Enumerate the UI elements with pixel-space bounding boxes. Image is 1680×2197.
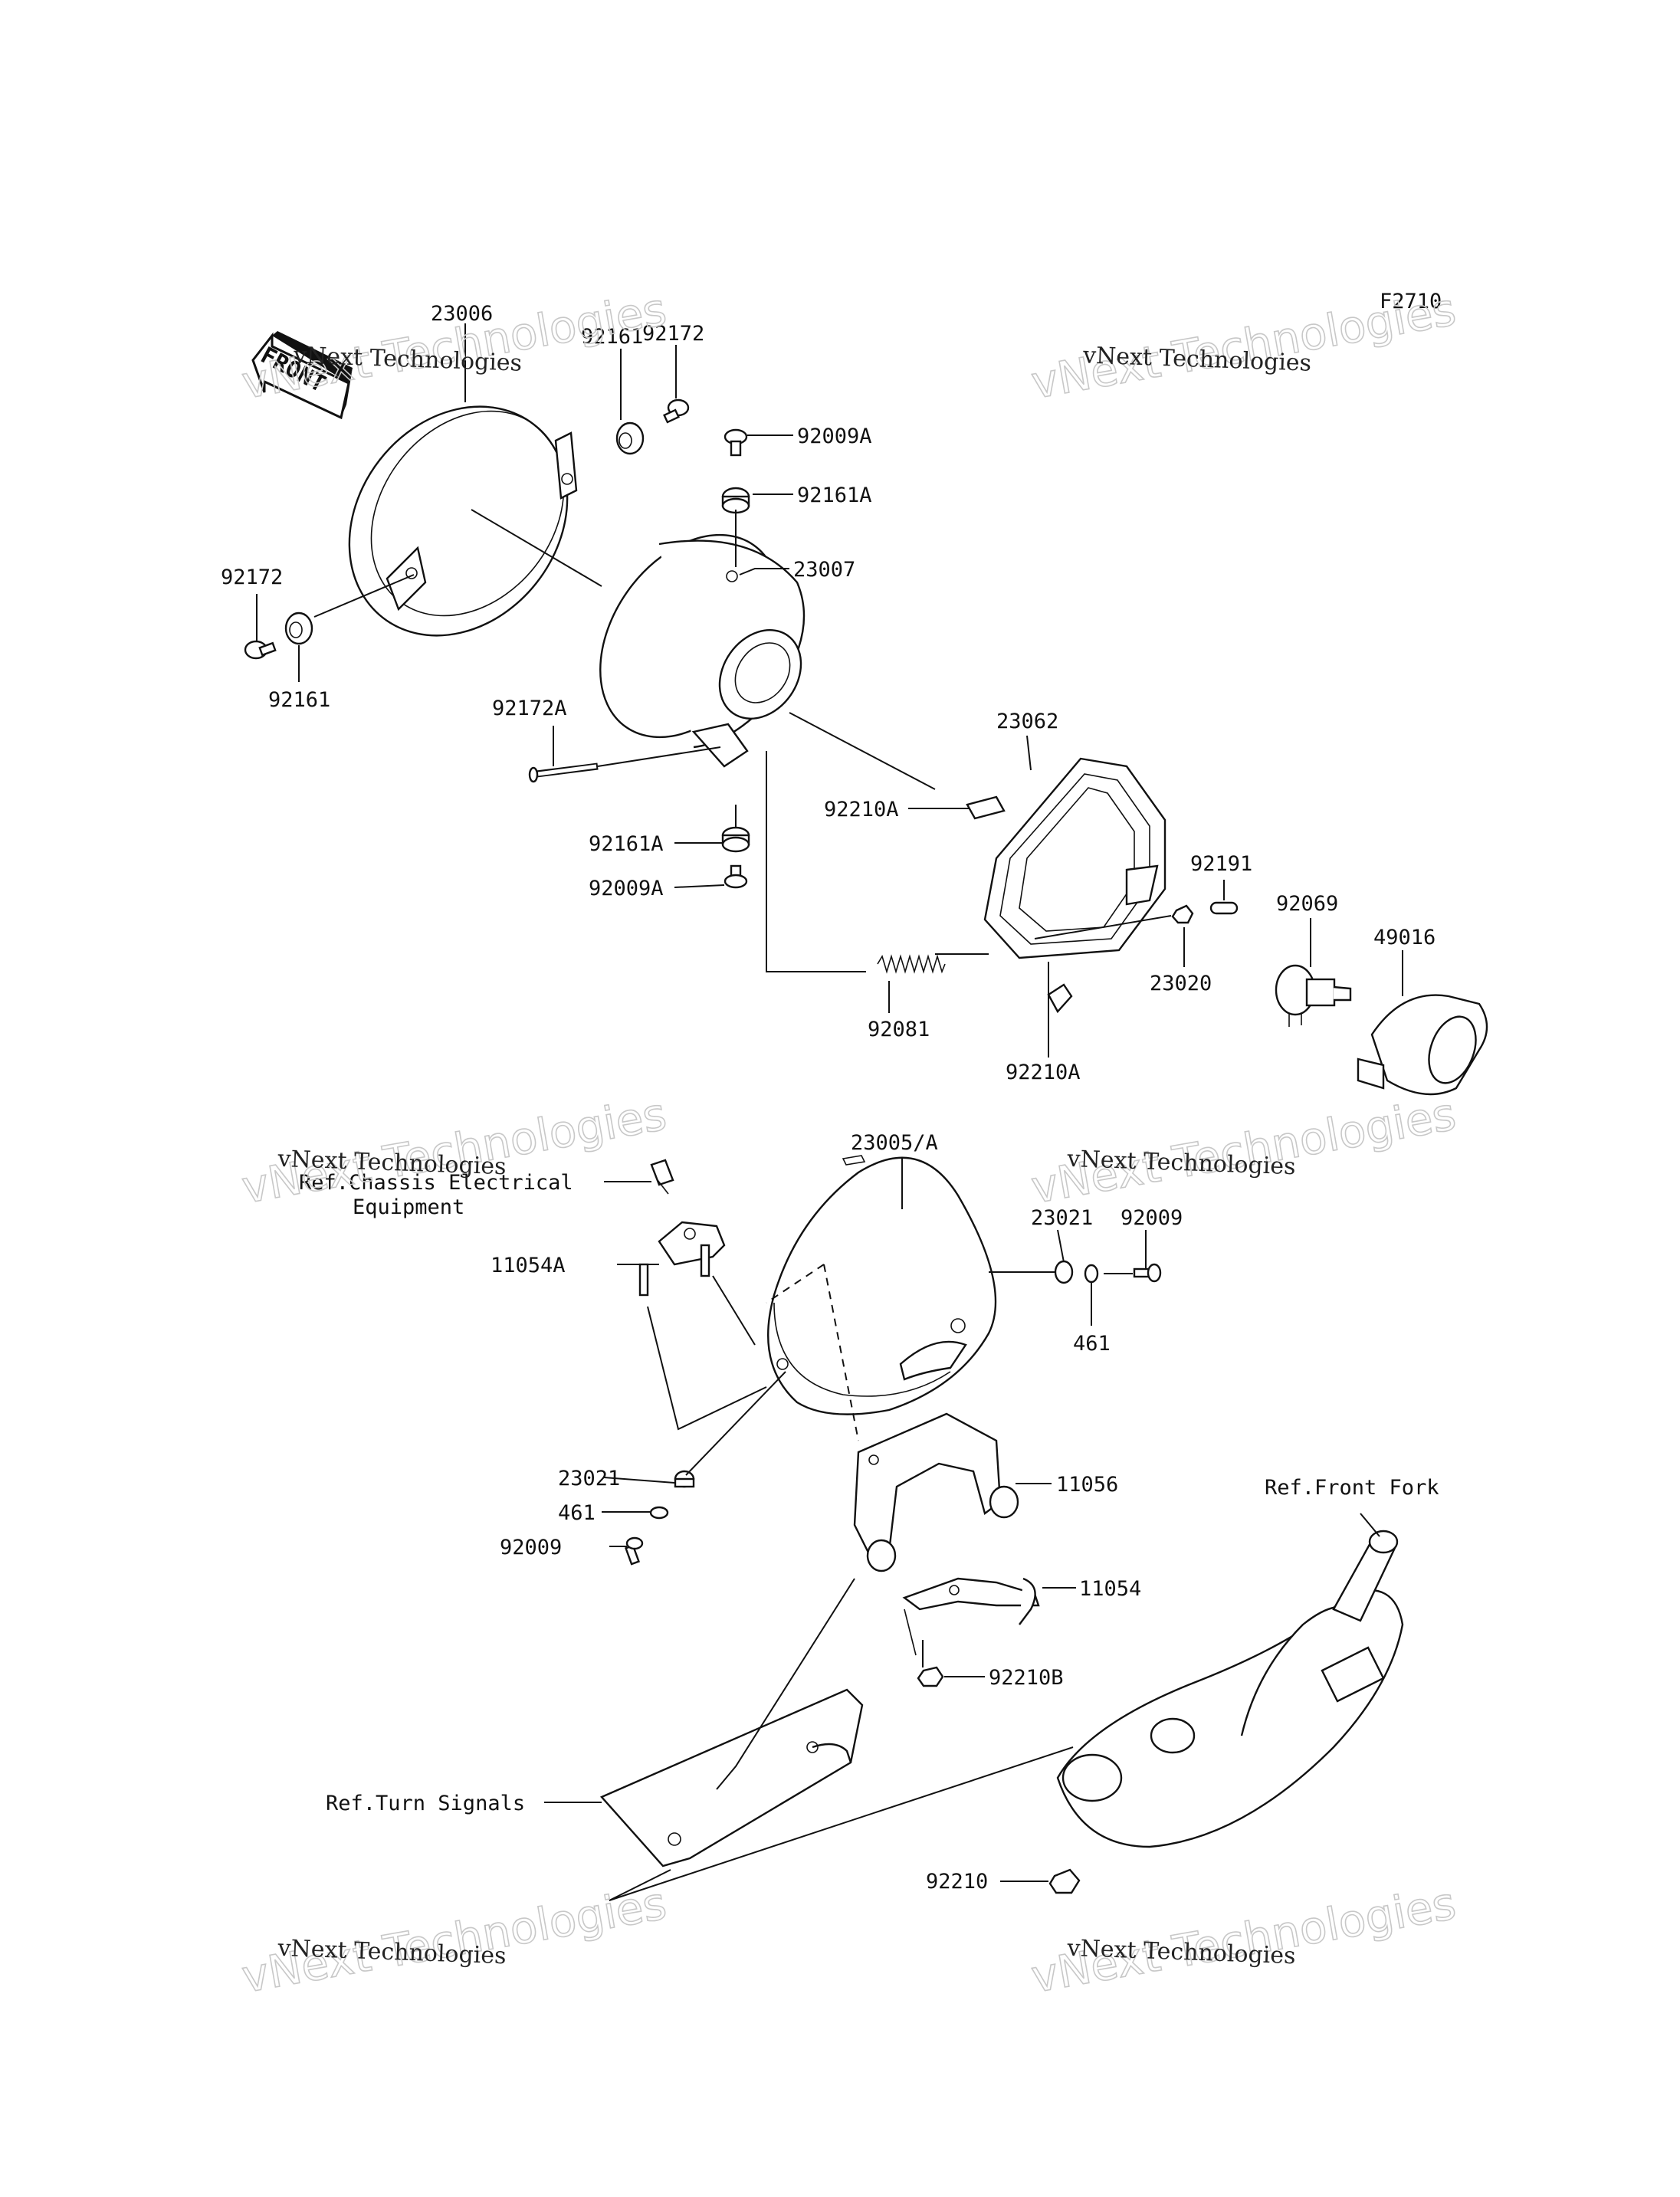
reference-notes: Ref.Chassis Electrical Equipment Ref.Fro… [299, 1171, 1439, 1815]
label-92009A-top: 92009A [797, 425, 872, 448]
bulb-92069 [1275, 964, 1352, 1027]
collar-23021-left [674, 1470, 695, 1488]
washer-461-right [1084, 1264, 1099, 1284]
label-92161-top: 92161 [581, 325, 643, 349]
headlight-frame-23062 [983, 757, 1166, 959]
label-23006: 23006 [431, 302, 493, 326]
collar-23021-right [1054, 1260, 1074, 1284]
front-fork-ref [1056, 1530, 1404, 1848]
spring-92081 [877, 954, 946, 974]
label-23020: 23020 [1150, 972, 1212, 995]
screw-92172-left [244, 640, 277, 660]
watermark: vNext Technologies vNext Technologies [1027, 1877, 1460, 2004]
bracket-11054 [902, 1577, 1040, 1656]
screw-92172-top [663, 398, 690, 424]
label-92081: 92081 [868, 1018, 930, 1041]
grommet-92161-top [615, 421, 645, 455]
headlight-rim-23006 [348, 405, 578, 637]
washer-461-left [649, 1506, 669, 1520]
label-92161A-top: 92161A [797, 484, 872, 507]
ref-turn-signals: Ref.Turn Signals [326, 1792, 525, 1815]
label-92069: 92069 [1276, 892, 1338, 916]
screw-92009-left [625, 1536, 644, 1566]
clip-92210A-lower [1047, 983, 1073, 1014]
ref-chassis-line2: Equipment [353, 1195, 464, 1219]
ref-chassis-line1: Ref.Chassis Electrical [299, 1171, 573, 1195]
label-461-left: 461 [558, 1501, 596, 1525]
label-92009A-mid: 92009A [589, 877, 664, 900]
label-11054: 11054 [1079, 1577, 1141, 1601]
label-92161A-mid: 92161A [589, 832, 664, 856]
label-11054A: 11054A [491, 1254, 566, 1277]
front-arrow-icon: FRONT [251, 331, 353, 420]
label-92009-left: 92009 [500, 1536, 562, 1559]
label-23021-right: 23021 [1031, 1206, 1093, 1230]
figure-code: F2710 [1380, 290, 1442, 313]
connector-ref-chassis [650, 1159, 674, 1195]
label-92210B: 92210B [989, 1666, 1064, 1690]
label-92191: 92191 [1190, 852, 1252, 876]
label-92210: 92210 [926, 1870, 988, 1894]
leader-lines [256, 323, 1403, 1901]
turn-signals-bracket-ref [600, 1688, 864, 1867]
label-92210A-upper: 92210A [824, 798, 899, 821]
bulb-cover-49016 [1357, 994, 1488, 1096]
headlight-housing-23007 [599, 533, 806, 768]
bolt-92172A [528, 762, 599, 783]
nut-23020 [1171, 904, 1194, 924]
label-92172A: 92172A [492, 697, 567, 720]
label-23005A: 23005/A [851, 1131, 938, 1155]
label-461-right: 461 [1073, 1332, 1111, 1356]
bracket-11056 [853, 1412, 1019, 1572]
headlight-body-23005A [766, 1155, 997, 1415]
grommet-92161A-mid [721, 826, 750, 853]
screw-92009A-top [724, 428, 748, 457]
clip-92210A-upper [966, 795, 1006, 820]
watermark: vNext Technologies vNext Technologies [238, 1877, 671, 2004]
bracket-11054A [638, 1221, 726, 1297]
label-92210A-lower: 92210A [1006, 1061, 1081, 1084]
grommet-92161A-top [721, 487, 750, 514]
grommet-92161-left [284, 612, 313, 645]
label-23007: 23007 [793, 558, 855, 582]
nut-92210B [917, 1666, 944, 1687]
label-92009-right: 92009 [1121, 1206, 1183, 1230]
label-23021-left: 23021 [558, 1467, 620, 1490]
label-92172-top: 92172 [642, 322, 704, 346]
dashed-guide [766, 1264, 859, 1441]
watermark: vNext Technologies vNext Technologies [1027, 1087, 1460, 1215]
screw-92009-right [1133, 1263, 1162, 1283]
part-labels: 23006 92172 92161 92009A 92161A 23007 92… [221, 302, 1436, 1894]
label-92161-left: 92161 [268, 688, 330, 712]
screw-92009A-mid [724, 864, 748, 889]
label-23062: 23062 [996, 710, 1058, 733]
ref-front-fork: Ref.Front Fork [1265, 1476, 1439, 1500]
watermark: vNext Technologies vNext Technologies [238, 283, 671, 410]
watermark: vNext Technologies vNext Technologies [1027, 283, 1460, 410]
nut-92210 [1048, 1868, 1081, 1894]
label-49016: 49016 [1373, 926, 1436, 949]
label-11056: 11056 [1056, 1473, 1118, 1497]
label-92172-left: 92172 [221, 566, 283, 589]
pin-92191 [1209, 901, 1239, 915]
